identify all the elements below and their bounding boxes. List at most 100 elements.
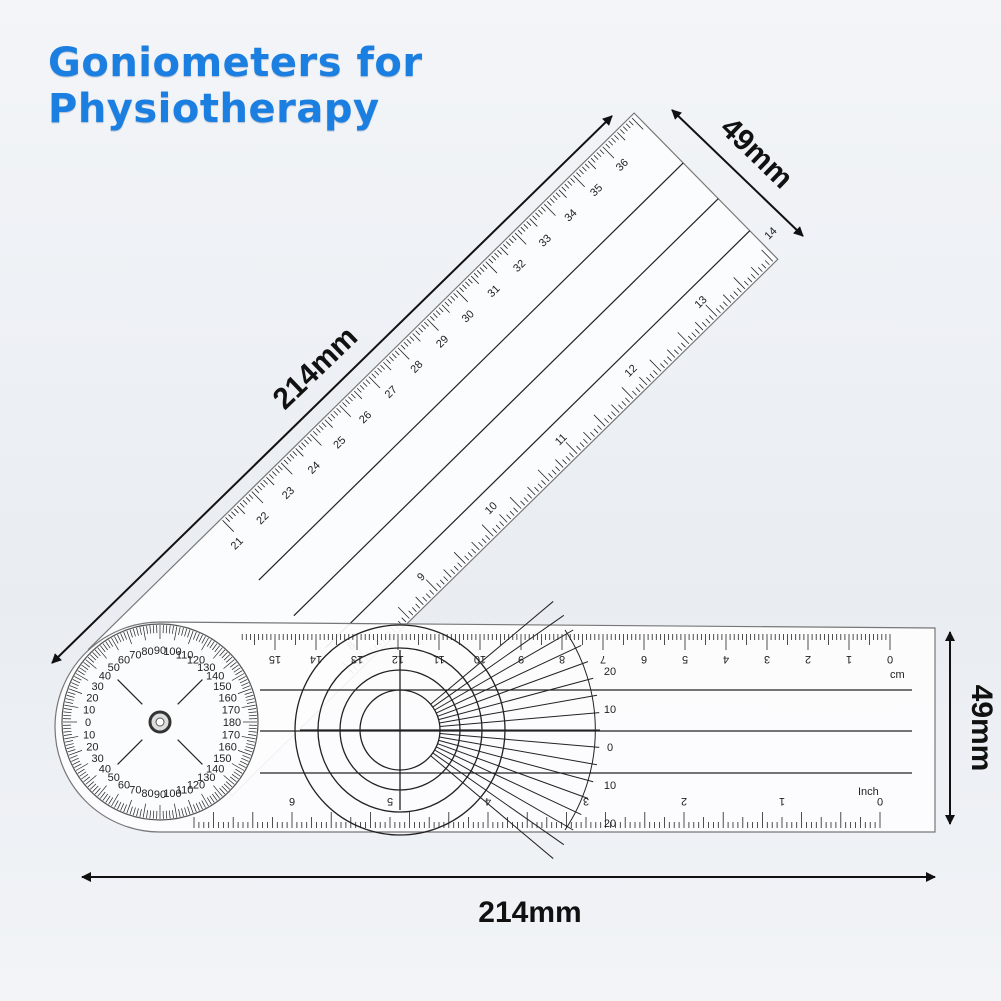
dial-tick [233,667,241,673]
arm-tick [743,280,749,286]
arm-tick [625,397,630,403]
arm-tick [621,387,634,400]
dial-tick [172,810,174,819]
arm-tick [733,291,739,296]
arm-length-arrow [51,115,613,664]
dial-label: 120 [187,779,205,791]
dial-tick [69,755,78,759]
angle-scale-label: 10 [604,780,616,792]
dial-label: 150 [213,681,231,693]
arm-tick [729,294,735,300]
dial-label: 140 [206,763,224,775]
dial-tick [231,673,245,681]
dial-tick [214,791,220,799]
arm-width-arrow [671,109,804,237]
inch-label: 4 [485,795,491,807]
dial-tick [165,810,168,819]
arm-tick [663,359,669,365]
dial-tick [100,791,106,799]
dial-label: 80 [141,646,153,658]
dial-tick [233,771,241,777]
dial-tick [79,667,87,673]
arm-tick [628,120,634,126]
dial-tick [235,768,243,774]
arm-tick [674,349,679,355]
dial-label: 80 [141,788,153,800]
dial-tick [63,708,72,710]
dial-tick [246,698,255,701]
dial-tick [149,810,152,819]
arm-tick [701,322,707,327]
dial-tick [209,795,215,803]
arm-tick [691,332,697,338]
arm-tick [614,134,619,140]
dial-tick [223,775,235,785]
dial-tick [97,785,107,797]
base-width-label: 49mm [965,685,998,772]
dial-label: 30 [92,681,104,693]
dial-tick [239,679,248,684]
arm-tick [639,383,644,389]
dial-tick [195,803,200,811]
inch-label: 2 [681,795,687,807]
dial-tick [132,807,136,816]
angle-scale-label: 20 [604,818,616,830]
arm-tick [761,249,774,262]
arm-tick [631,117,644,130]
dial-tick [83,776,91,782]
dial-tick [245,694,254,698]
dial-tick [181,808,184,817]
fan-line [437,661,589,717]
arm-tick [621,401,627,406]
dial-tick [68,750,83,756]
dial-label: 130 [197,662,215,674]
arm-tick [705,304,718,317]
arm-tick [619,129,625,135]
dial-tick [63,714,72,717]
cm-label: 1 [846,653,852,665]
dial-tick [114,800,119,808]
base-length-label: 214mm [478,896,581,929]
dial-tick [248,730,257,733]
dial-tick [244,749,253,753]
arm-tick [653,370,658,375]
dial-tick [105,795,111,803]
dial-label: 100 [163,788,181,800]
dial-tick [248,727,257,730]
arm-tick [750,273,756,279]
dial-tick [72,760,81,765]
fan-line [434,749,574,831]
dial-tick [81,774,89,780]
angle-scale-label: 10 [604,704,616,716]
dial-tick [126,799,132,814]
dial-label: 130 [197,772,215,784]
arm-tick [649,373,655,379]
fan-line [432,752,565,846]
arm-inch-label: 14 [762,225,779,242]
arm-tick [694,321,704,331]
dial-tick [63,711,72,714]
dial-tick [231,763,245,771]
dial-tick [212,793,218,801]
dial-tick [242,685,251,689]
dial-label: 40 [99,763,111,775]
dial-tick [246,701,255,704]
dial-tick [213,785,223,797]
dial-tick [94,787,101,795]
dial-tick [241,736,256,740]
dial-label: 50 [108,662,120,674]
cm-unit-label: cm [890,669,905,681]
inch-label: 1 [779,795,785,807]
dial-tick [241,704,256,708]
arm-tick [715,308,721,314]
dial-tick [89,783,97,790]
dial-tick [77,670,85,676]
protractor-dial[interactable]: 0101020203030404050506060707080809090100… [61,623,259,821]
dial-tick [129,806,133,815]
dial-tick [168,810,171,819]
dial-tick [238,676,246,681]
dial-tick [152,810,155,819]
dial-tick [65,743,74,746]
dial-tick [85,775,97,785]
